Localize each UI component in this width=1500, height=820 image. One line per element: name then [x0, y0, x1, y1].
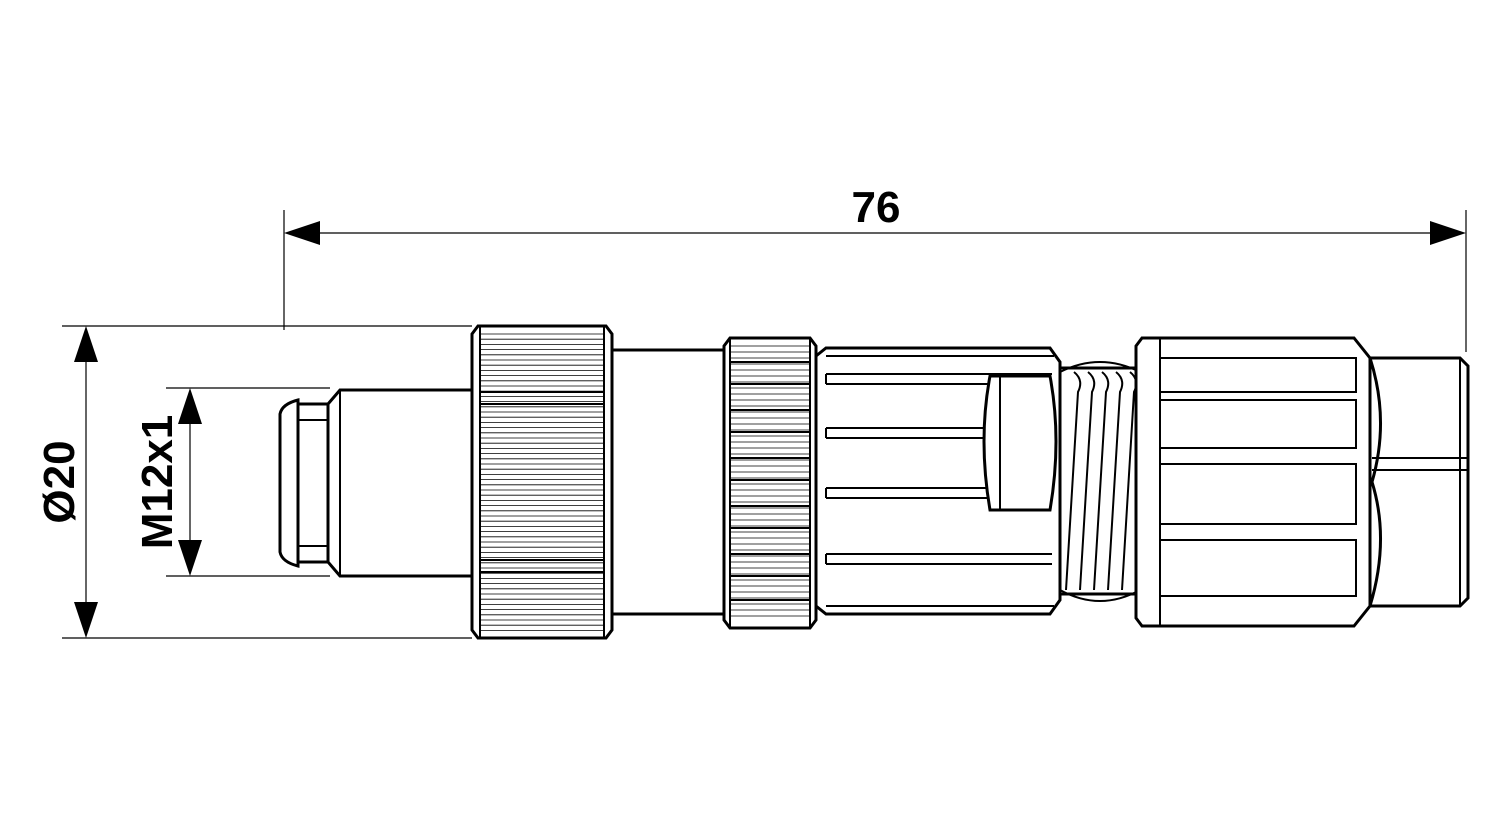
diameter-dimension: Ø20	[35, 325, 472, 639]
locking-ring-outline	[722, 336, 818, 630]
length-arrow-left	[284, 221, 320, 245]
grip-body	[814, 346, 1062, 616]
gland-rib	[1159, 463, 1357, 525]
corrugation-top	[1059, 361, 1141, 373]
connector	[278, 324, 1470, 640]
cable-gland-ribs	[1159, 357, 1357, 597]
coupling-nut-outline	[470, 324, 614, 640]
gland-rib	[1159, 539, 1357, 597]
tip-neck	[296, 402, 330, 564]
locking-ring	[722, 336, 818, 630]
clamp-tab	[982, 374, 1058, 512]
length-label: 76	[852, 183, 901, 232]
rear-cap-outline	[1367, 356, 1470, 608]
corrugation-line	[1065, 371, 1082, 591]
cable-gland	[1134, 336, 1372, 628]
coupling-nut	[470, 324, 614, 640]
corrugation-line	[1093, 371, 1110, 591]
bend-relief-corrugation	[1059, 361, 1141, 602]
tip-flange	[278, 398, 300, 568]
bend-relief	[1058, 361, 1142, 602]
shank-outline	[326, 388, 474, 578]
thread-dimension: M12x1	[133, 387, 330, 577]
neck-outline	[610, 348, 726, 616]
thread-arrow-bottom	[178, 540, 202, 576]
rear-cap	[1367, 356, 1470, 608]
thread-arrow-top	[178, 388, 202, 424]
cable-gland-outline	[1134, 336, 1372, 628]
thread-label: M12x1	[133, 415, 182, 550]
coupling-nut-knurl	[480, 333, 604, 631]
diameter-arrow-top	[74, 326, 98, 362]
gland-rib	[1159, 399, 1357, 449]
neck-section	[610, 348, 726, 616]
corrugation-line	[1079, 371, 1096, 591]
length-dimension: 76	[283, 183, 1467, 352]
length-arrow-right	[1430, 221, 1466, 245]
gland-rib	[1159, 357, 1357, 393]
contact-tip	[278, 398, 330, 568]
corrugation-bottom	[1059, 589, 1141, 602]
corrugation-line	[1107, 371, 1124, 591]
threaded-shank	[326, 388, 474, 578]
diameter-arrow-bottom	[74, 602, 98, 638]
locking-ring-knurl	[730, 345, 810, 617]
diameter-label: Ø20	[35, 440, 84, 523]
